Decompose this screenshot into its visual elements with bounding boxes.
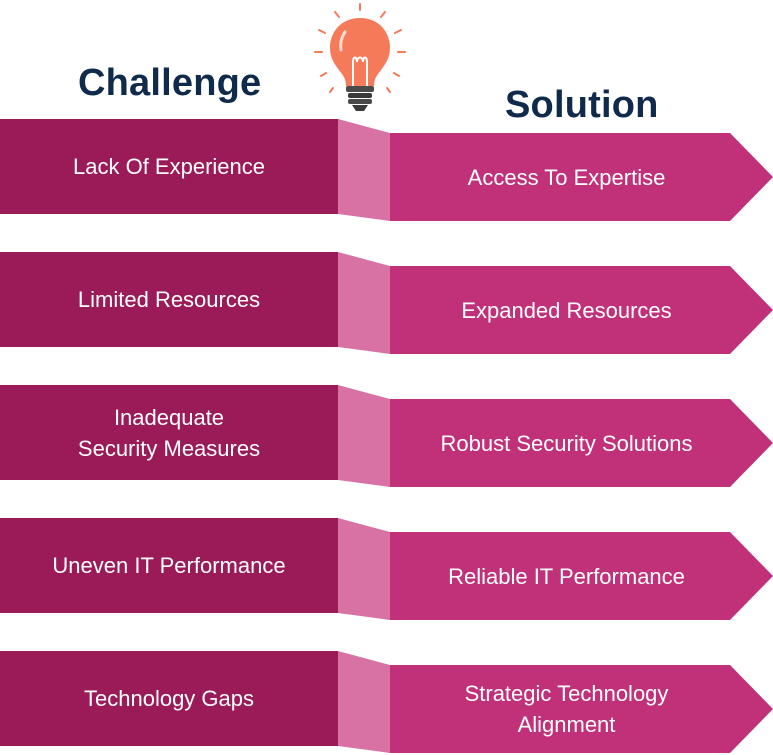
solution-arrow-shape: [390, 665, 773, 753]
solution-label: Expanded Resources: [461, 297, 672, 323]
challenge-box: Limited Resources: [0, 252, 338, 347]
solution-arrow-shape: [390, 399, 773, 487]
challenge-label: Limited Resources: [77, 287, 261, 312]
comparison-row: Lack Of Experience Access To Expertise: [0, 119, 773, 223]
row-connector: [338, 651, 390, 753]
comparison-row: Limited Resources Expanded Resources: [0, 252, 773, 356]
solution-arrow-shape: [390, 532, 773, 620]
comparison-row: Technology Gaps Strategic Technology Ali…: [0, 651, 773, 755]
challenge-box: Lack Of Experience: [0, 119, 338, 214]
solution-heading: Solution: [505, 84, 659, 126]
challenge-label: Technology Gaps: [84, 686, 254, 711]
solution-arrow-shape: [390, 133, 773, 221]
challenge-box: Inadequate Security Measures: [0, 385, 338, 480]
row-connector: [338, 252, 390, 354]
challenge-label: Lack Of Experience: [73, 154, 265, 179]
solution-label: Access To Expertise: [467, 164, 666, 190]
challenge-label: Uneven IT Performance: [52, 553, 286, 578]
comparison-row: Inadequate Security Measures Robust Secu…: [0, 385, 773, 489]
challenge-box: Uneven IT Performance: [0, 518, 338, 613]
solution-box: Expanded Resources: [390, 266, 773, 354]
solution-box: Robust Security Solutions: [390, 399, 773, 487]
row-connector: [338, 518, 390, 620]
solution-box: Reliable IT Performance: [390, 532, 773, 620]
comparison-row: Uneven IT Performance Reliable IT Perfor…: [0, 518, 773, 622]
challenge-label: Inadequate Security Measures: [77, 404, 261, 461]
row-connector: [338, 385, 390, 487]
challenge-box: Technology Gaps: [0, 651, 338, 746]
lightbulb-icon: [314, 3, 406, 111]
solution-arrow-shape: [390, 266, 773, 354]
row-connector: [338, 119, 390, 221]
solution-box: Strategic Technology Alignment: [390, 665, 773, 753]
solution-label: Reliable IT Performance: [448, 563, 685, 589]
challenge-heading: Challenge: [78, 62, 262, 104]
solution-label: Robust Security Solutions: [440, 430, 693, 456]
solution-box: Access To Expertise: [390, 133, 773, 221]
solution-label: Strategic Technology Alignment: [464, 681, 669, 737]
